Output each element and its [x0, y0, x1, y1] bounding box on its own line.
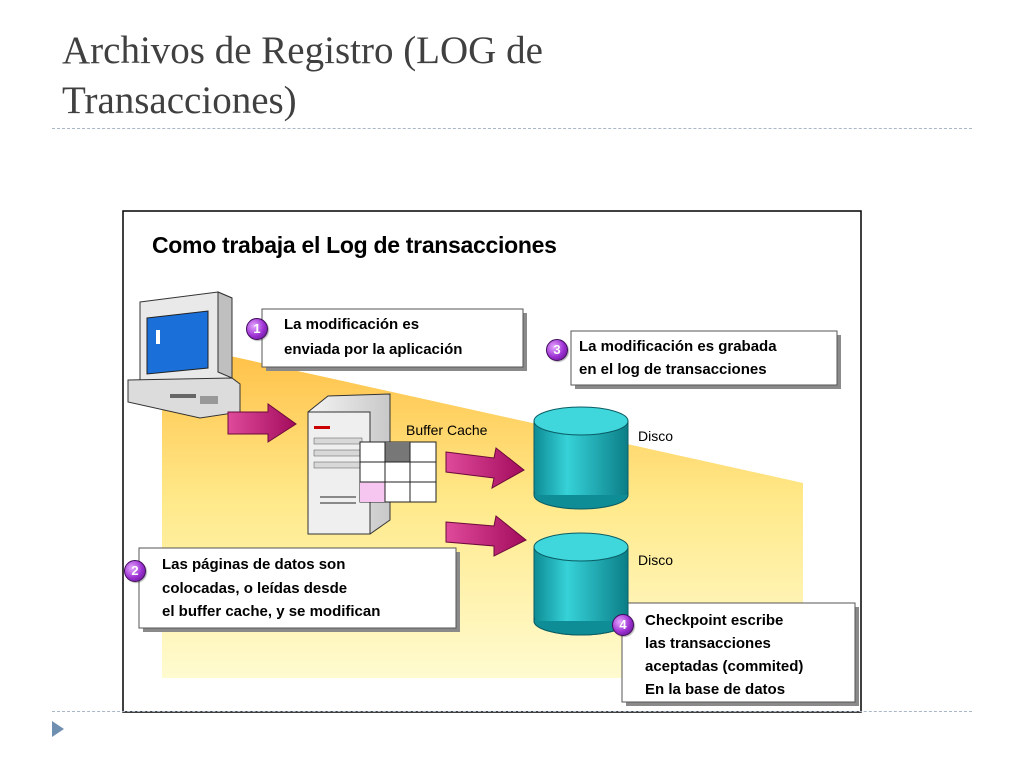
buffer-cache-grid	[359, 441, 437, 503]
step-1-line-2: enviada por la aplicación	[284, 341, 463, 358]
top-disk-icon	[533, 406, 629, 510]
step-4-line-1: Checkpoint escribe	[645, 612, 784, 629]
title-divider	[52, 128, 972, 129]
step-2-line-3: el buffer cache, y se modifican	[162, 603, 381, 620]
step-4-box	[621, 602, 856, 703]
step-1-line-1: La modificación es	[284, 316, 420, 333]
step-1-badge: 1	[246, 318, 268, 340]
top-disk-label: Disco	[638, 428, 674, 444]
step-3-line-1: La modificación es grabada	[579, 338, 777, 355]
arrow-to-bottom-disk	[445, 515, 527, 557]
diagram-heading: Como trabaja el Log de transacciones	[152, 232, 557, 258]
step-2-box	[138, 547, 457, 629]
bottom-disk-icon	[533, 532, 629, 636]
step-4-line-2: las transacciones	[645, 635, 771, 652]
step-4-line-4: En la base de datos	[645, 681, 786, 698]
step-4-badge: 4	[612, 614, 634, 636]
step-3-line-2: en el log de transacciones	[579, 361, 767, 378]
step-2-badge: 2	[124, 560, 146, 582]
step-4-line-3: aceptadas (commited)	[645, 658, 804, 675]
arrow-to-top-disk	[445, 447, 525, 489]
step-2-line-2: colocadas, o leídas desde	[162, 580, 348, 597]
bottom-disk-label: Disco	[638, 552, 674, 568]
step-3-badge: 3	[546, 339, 568, 361]
footer-divider	[52, 711, 972, 712]
step-3-box	[570, 330, 838, 386]
buffer-cache-label: Buffer Cache	[406, 422, 488, 438]
arrow-computer-to-server	[227, 403, 297, 443]
slide-bullet-icon	[52, 721, 64, 737]
step-2-line-1: Las páginas de datos son	[162, 556, 346, 573]
slide-title: Archivos de Registro (LOG de Transaccion…	[62, 29, 543, 122]
computer-icon	[127, 291, 241, 419]
